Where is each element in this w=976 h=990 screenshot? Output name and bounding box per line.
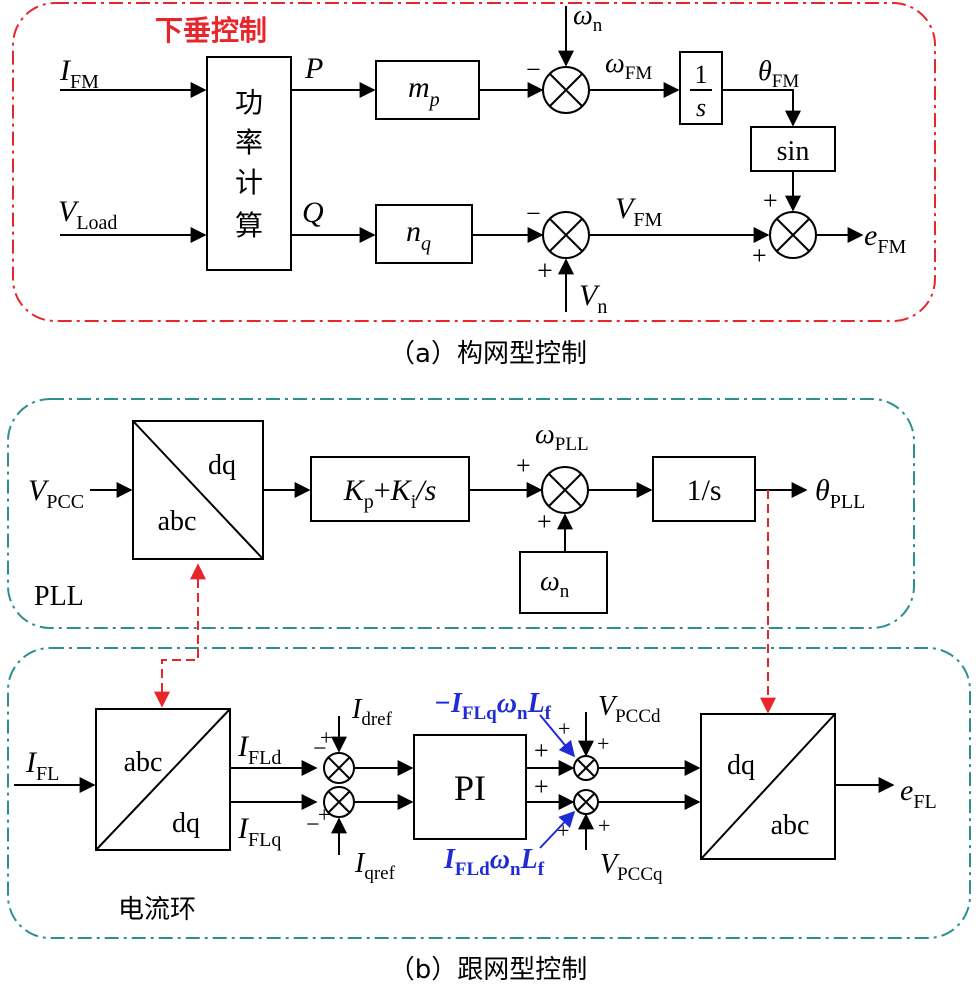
cl-sum-q-minus: − [306,812,320,838]
v-pccd-label: VPCCd [598,691,661,727]
pll-omega-n-label: ωn [540,566,570,602]
decouple-q-label: IFLdωnLf [443,844,545,880]
dec-q-plus-right: + [598,813,610,838]
e-fm-label: eFM [864,219,906,258]
i-fl-label: IFL [25,746,59,785]
power-calc-block [206,56,292,271]
p-label: P [304,52,323,85]
mp-label: mp [408,71,440,111]
power-calc-char-1: 功 [235,86,263,119]
v-load-label: VLoad [58,195,117,234]
omega-n-label: ωn [573,0,603,36]
voltage-sum-plus: + [537,256,553,287]
sum-junction-voltage [542,211,590,259]
current-loop-label: 电流环 [118,895,196,925]
sum-junction-omega [542,66,590,114]
voltage-sum-minus: − [526,199,541,228]
e-fl-label: eFL [900,774,937,813]
pll-transform-diagonal [132,420,264,560]
pll-pi-label: Kp+Ki/s [343,474,437,513]
dec-d-plus-right: + [597,731,609,756]
i-fm-label: IFM [59,54,99,93]
cl-sum-d [323,752,355,784]
pll-pi-block [310,456,470,522]
pll-transform-dq: dq [208,450,236,481]
mult-plus-left: + [752,241,767,270]
nq-block [375,204,473,264]
theta-link-left [154,563,206,708]
theta-fm-label: θFM [758,56,799,92]
cl-transform-diagonal [95,708,231,851]
cl-transform-dq: dq [172,808,200,839]
droop-control-region [12,2,936,322]
theta-pll-label: θPLL [815,474,865,513]
cl-out-transform-abc: abc [771,810,810,841]
droop-region-title: 下垂控制 [155,14,267,47]
pll-integrator-block [652,456,756,522]
caption-b: （b）跟网型控制 [389,955,588,985]
decouple-d-arrow [539,714,576,758]
integrator-den: s [696,93,706,122]
q-label: Q [302,196,324,229]
dec-q-plus-blue: + [557,818,569,843]
cl-pi-block [413,734,527,840]
pi-out-d-plus: + [534,736,549,765]
cl-sum-d-plus: + [320,725,332,750]
cl-out-transform-diagonal [700,713,836,860]
mp-block [375,60,480,120]
current-loop-region [7,647,971,939]
power-calc-char-4: 算 [235,209,263,242]
decouple-q-arrow [539,810,576,849]
caption-a: （a）构网型控制 [389,339,587,369]
i-qref-label: Iqref [354,848,396,884]
v-n-label: Vn [579,279,607,318]
dec-d-plus-blue: + [558,716,570,741]
decouple-d-label: −IFLqωnLf [434,688,552,724]
cl-transform-abc: abc [124,747,163,778]
sin-block [750,126,836,172]
omega-sum-minus: − [526,55,541,84]
cl-sum-d-minus: − [313,736,327,762]
v-pccq-label: VPCCq [600,849,663,885]
pll-region [7,398,915,629]
power-calc-char-3: 计 [235,166,263,199]
cl-pi-label: PI [454,768,486,808]
cl-sum-q-plus: + [318,802,330,827]
multiplier-junction [769,211,817,259]
sin-label: sin [777,136,810,167]
cl-out-transform-dq: dq [727,750,755,781]
omega-pll-label: ωPLL [535,419,589,455]
i-dref-label: Idref [351,694,393,730]
mult-plus-top: + [763,186,778,215]
v-pcc-label: VPCC [28,474,84,513]
pll-integrator-label: 1/s [686,474,721,507]
pll-sum-plus-left: + [516,451,531,480]
i-flq-label: IFLq [237,812,281,851]
pll-transform-abc: abc [158,506,197,537]
pll-sum-plus-bottom: + [537,507,552,536]
power-calc-char-2: 率 [235,126,263,159]
nq-label: nq [406,215,431,255]
pll-omega-n-block [519,551,608,614]
theta-fm-arrow [722,89,801,127]
pi-out-q-plus: + [534,772,549,801]
decouple-sum-d [573,755,599,781]
decouple-sum-q [573,789,599,815]
i-fld-label: IFLd [237,730,281,769]
omega-fm-label: ωFM [605,48,652,84]
integrator-num: 1 [695,60,708,89]
integrator-block-a [679,51,723,125]
v-fm-label: VFM [615,192,662,231]
pll-label: PLL [34,581,84,612]
